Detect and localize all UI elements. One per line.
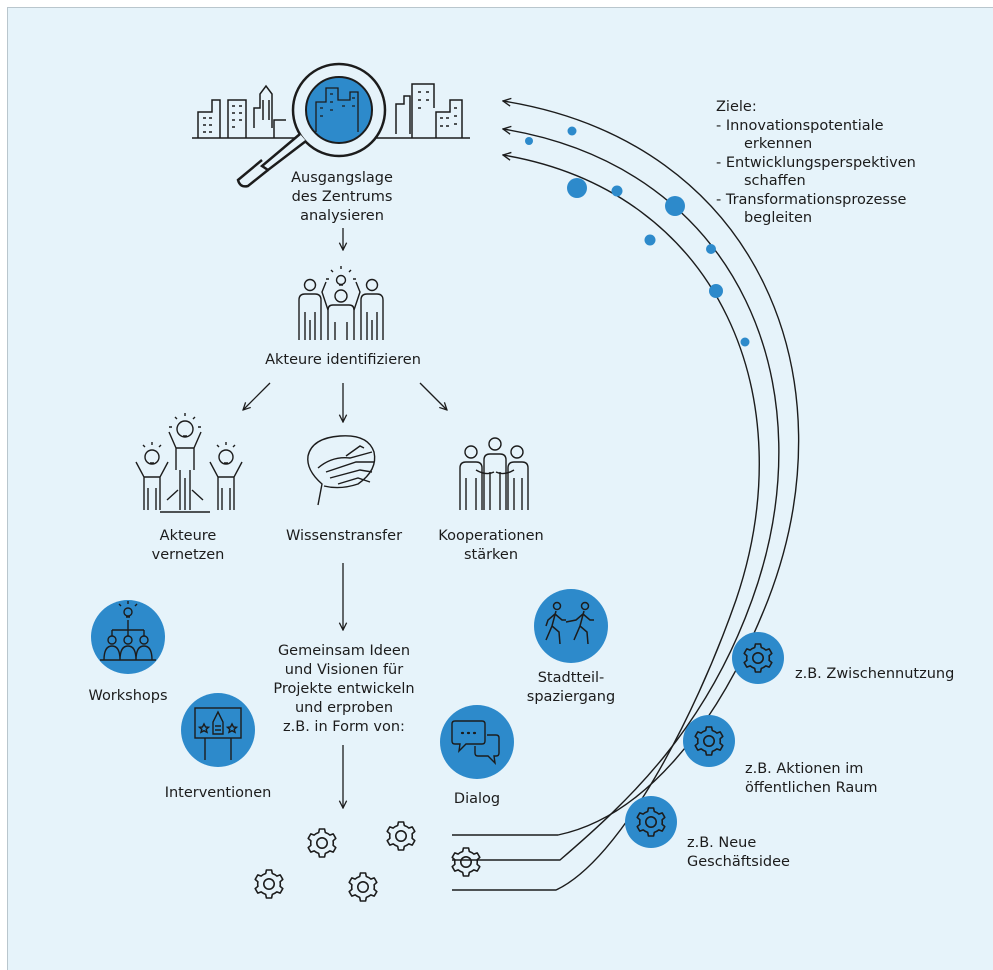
gear-cluster-icon [254,821,481,902]
gear-icon [625,796,677,848]
walk-line: spaziergang [526,689,616,705]
goal-item: - Innovationspotentiale erkennen [716,117,916,154]
branch-network-label: Akteure vernetzen [128,527,248,565]
outcome-line: z.B. Neue [687,835,757,851]
analysis-step-label: Ausgangslage des Zentrums analysieren [266,169,418,226]
goal-item: - Entwicklungsperspektiven schaffen [716,154,916,190]
interventions-label: Interventionen [164,785,272,801]
walking-people-icon [534,589,608,663]
analysis-line: Ausgangslage [291,170,393,186]
network-people-icon [135,413,243,513]
workshops-label: Workshops [88,688,168,704]
branch-line: stärken [463,547,519,563]
chat-bubbles-icon [440,705,514,779]
goal-text: Transformationsprozesse [725,191,907,208]
hand-speech-bubble-icon [307,435,376,506]
dialog-label: Dialog [453,791,501,807]
outcome-public-actions-label: z.B. Aktionen im öffentlichen Raum [745,760,878,798]
group-idea-icon [298,266,384,340]
goals-title: Ziele: [716,99,757,115]
gear-icon [732,632,784,684]
goal-text: Entwicklungsperspektiven [725,154,916,171]
goals-list: Ziele: - Innovationspotentiale erkennen … [716,98,916,228]
branch-line: vernetzen [151,547,225,563]
ideas-line: z.B. in Form von: [283,719,405,735]
arc-dots [525,126,750,347]
outcome-business-idea-label: z.B. Neue Geschäftsidee [687,834,790,872]
branch-cooperation-label: Kooperationen stärken [426,527,556,565]
branch-line: Wissenstransfer [285,528,403,544]
goal-text: erkennen [744,136,813,152]
outcome-temporary-use-label: z.B. Zwischennutzung [795,666,955,682]
analysis-line: analysieren [300,208,384,224]
identify-actors-label: Akteure identifizieren [265,352,421,368]
flow-arrows [243,228,447,808]
workshop-icon [91,600,165,674]
ideas-line: und Visionen für [284,662,404,678]
goal-item: - Transformationsprozesse begleiten [716,191,916,228]
outcome-line: z.B. Aktionen im [745,761,864,777]
branch-line: Kooperationen [438,528,544,544]
ideas-line: und erproben [294,700,394,716]
goal-text: Innovationspotentiale [725,117,884,134]
ideas-step-label: Gemeinsam Ideen und Visionen für Projekt… [256,642,432,737]
goal-text: schaffen [744,173,806,189]
gear-icon [683,715,735,767]
ideas-line: Gemeinsam Ideen [277,643,411,659]
goal-text: begleiten [744,210,813,226]
walk-label: Stadtteil- spaziergang [521,669,621,707]
analysis-line: des Zentrums [291,189,393,205]
ideas-line: Projekte entwickeln [273,681,415,697]
walk-line: Stadtteil- [537,670,605,686]
cooperation-people-icon [459,437,529,510]
outcome-line: Geschäftsidee [687,854,790,870]
magnifier-city-icon [192,62,470,188]
branch-line: Akteure [159,528,217,544]
branch-knowledge-label: Wissenstransfer [272,527,416,546]
journey-arcs [452,101,800,891]
outcome-line: öffentlichen Raum [745,780,878,796]
intervention-sign-icon [181,693,255,767]
